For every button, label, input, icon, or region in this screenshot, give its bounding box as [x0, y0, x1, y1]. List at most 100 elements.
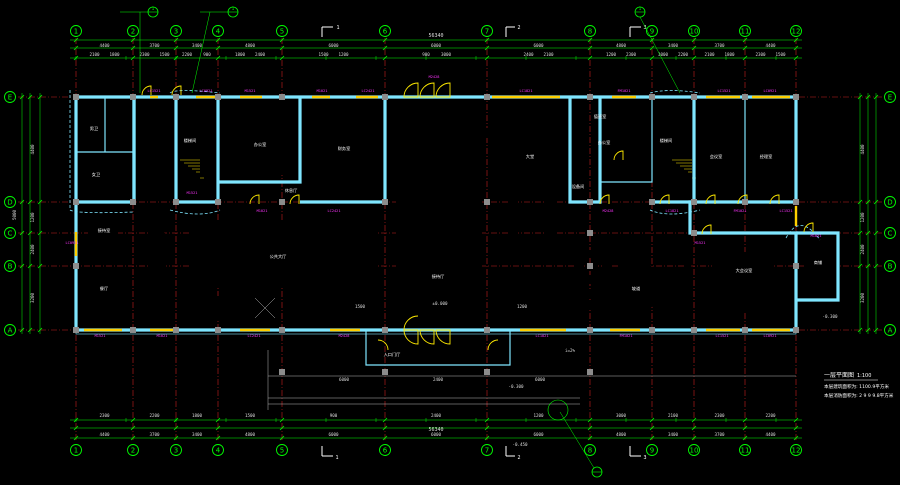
- dim-tick: [173, 45, 179, 51]
- bay-dim-bottom: 4400: [99, 432, 110, 437]
- meeting-chair: [718, 286, 723, 291]
- meeting-chair: [718, 262, 723, 267]
- meeting-chair: [762, 294, 767, 299]
- axis-label: 10: [690, 28, 699, 36]
- axis-label: 5: [280, 447, 284, 455]
- bay-dim-left: 4400: [30, 144, 35, 155]
- sub-dim-bottom: 2300: [714, 413, 725, 418]
- column: [484, 94, 490, 100]
- dim-tick: [19, 327, 25, 333]
- bay-dim-right: 4400: [860, 144, 865, 155]
- sub-dim-top: 3000: [658, 52, 669, 57]
- dim-tick: [19, 94, 25, 100]
- axis-bubble-4-bottom: 4: [212, 444, 224, 456]
- seat: [602, 289, 612, 297]
- axis-label: B: [8, 263, 13, 271]
- dim-tick: [73, 425, 79, 431]
- sub-dim-top: 2200: [182, 52, 193, 57]
- column: [742, 199, 748, 205]
- seat: [588, 250, 598, 258]
- sub-dim-bottom: 2200: [765, 413, 776, 418]
- dim-tick: [382, 425, 388, 431]
- column: [587, 230, 593, 236]
- axis-bubble-9-bottom: 9: [646, 444, 658, 456]
- dim-tick: [484, 37, 490, 43]
- axis-bubble-A-right: A: [884, 324, 896, 336]
- dim-tick: [27, 327, 33, 333]
- dim-tick: [484, 55, 490, 61]
- dim-tick: [691, 417, 697, 423]
- bay-dim-right: 3200: [860, 292, 865, 303]
- dim-tick: [793, 37, 799, 43]
- axis-label: A: [8, 327, 13, 335]
- coffee-table: [99, 283, 107, 291]
- room-label-reception: 接待厅: [432, 273, 445, 280]
- dim-tick: [382, 37, 388, 43]
- axis-label: 1: [74, 28, 78, 36]
- axis-label: 9: [650, 28, 654, 36]
- dim-tick: [742, 55, 748, 61]
- bay-dim-top: 3400: [668, 43, 679, 48]
- axis-bubble-10-top: 10: [688, 25, 700, 37]
- opening-tag: LC1521: [780, 209, 793, 213]
- opening-tag: M1521: [245, 89, 256, 93]
- opening-tag: LC1821: [520, 89, 533, 93]
- bay-dim-top: 6000: [533, 43, 544, 48]
- x-mark: [254, 297, 276, 319]
- dim-tick: [382, 417, 388, 423]
- seat: [574, 276, 584, 284]
- bay-dim-right: 1200: [860, 212, 865, 223]
- dim-tick: [587, 55, 593, 61]
- workstation: [726, 150, 742, 160]
- column: [279, 94, 285, 100]
- main-door-swing: [403, 315, 419, 331]
- dining-chair: [216, 238, 220, 242]
- column: [484, 369, 490, 375]
- office2-table: [322, 128, 366, 170]
- axis-label: 6: [383, 447, 388, 455]
- total-dim-left: 5000: [12, 209, 17, 220]
- column: [73, 263, 79, 269]
- room-label-lobby: 大堂: [526, 153, 534, 160]
- sub-dim-top: 2400: [255, 52, 266, 57]
- dim-tick: [742, 45, 748, 51]
- bay-dim-left: 2400: [30, 244, 35, 255]
- meeting-chair: [718, 294, 723, 299]
- column: [587, 199, 593, 205]
- dining-chair: [297, 262, 301, 266]
- area-note-2: 本层消防面积为: 2 9 9 9.8平方米: [824, 392, 894, 399]
- dining-chair: [351, 262, 355, 266]
- opening-tag: M2428: [429, 75, 440, 79]
- column: [587, 94, 593, 100]
- opening-tag: LC0921: [66, 241, 79, 245]
- axis-label: 1: [74, 447, 78, 455]
- seat: [602, 263, 612, 271]
- opening-tag: LC2421: [248, 334, 261, 338]
- axis-bubble-B-right: B: [884, 260, 896, 272]
- room-label-ramp: 坡道: [632, 285, 641, 292]
- opening-tag: FM1021: [620, 334, 633, 338]
- dim-tick: [484, 435, 490, 441]
- display-block: [508, 196, 518, 204]
- axis-label: B: [888, 263, 893, 271]
- axis-bubble-2-top: 2: [127, 25, 139, 37]
- room-label-office-r: 会议室: [710, 153, 723, 160]
- toilet-bowl: [89, 161, 96, 168]
- dim-tick: [130, 435, 136, 441]
- bay-dim-bottom: 6000: [431, 432, 442, 437]
- dim-tick: [484, 417, 490, 423]
- bay-dim-top: 3700: [149, 43, 160, 48]
- dining-chair: [324, 238, 328, 242]
- axis-label: 3: [174, 447, 178, 455]
- axis-label: 5: [280, 28, 284, 36]
- dim-tick: [857, 199, 863, 205]
- column: [587, 263, 593, 269]
- room-label-meeting-l: 接待室: [98, 227, 111, 234]
- door-swing: [599, 194, 610, 205]
- dining-chair: [297, 238, 301, 242]
- bay-dim-top: 6000: [328, 43, 339, 48]
- sub-dim-top: 2100: [543, 52, 554, 57]
- axis-label: 7: [485, 28, 489, 36]
- elevation-site: -0.450: [512, 442, 528, 447]
